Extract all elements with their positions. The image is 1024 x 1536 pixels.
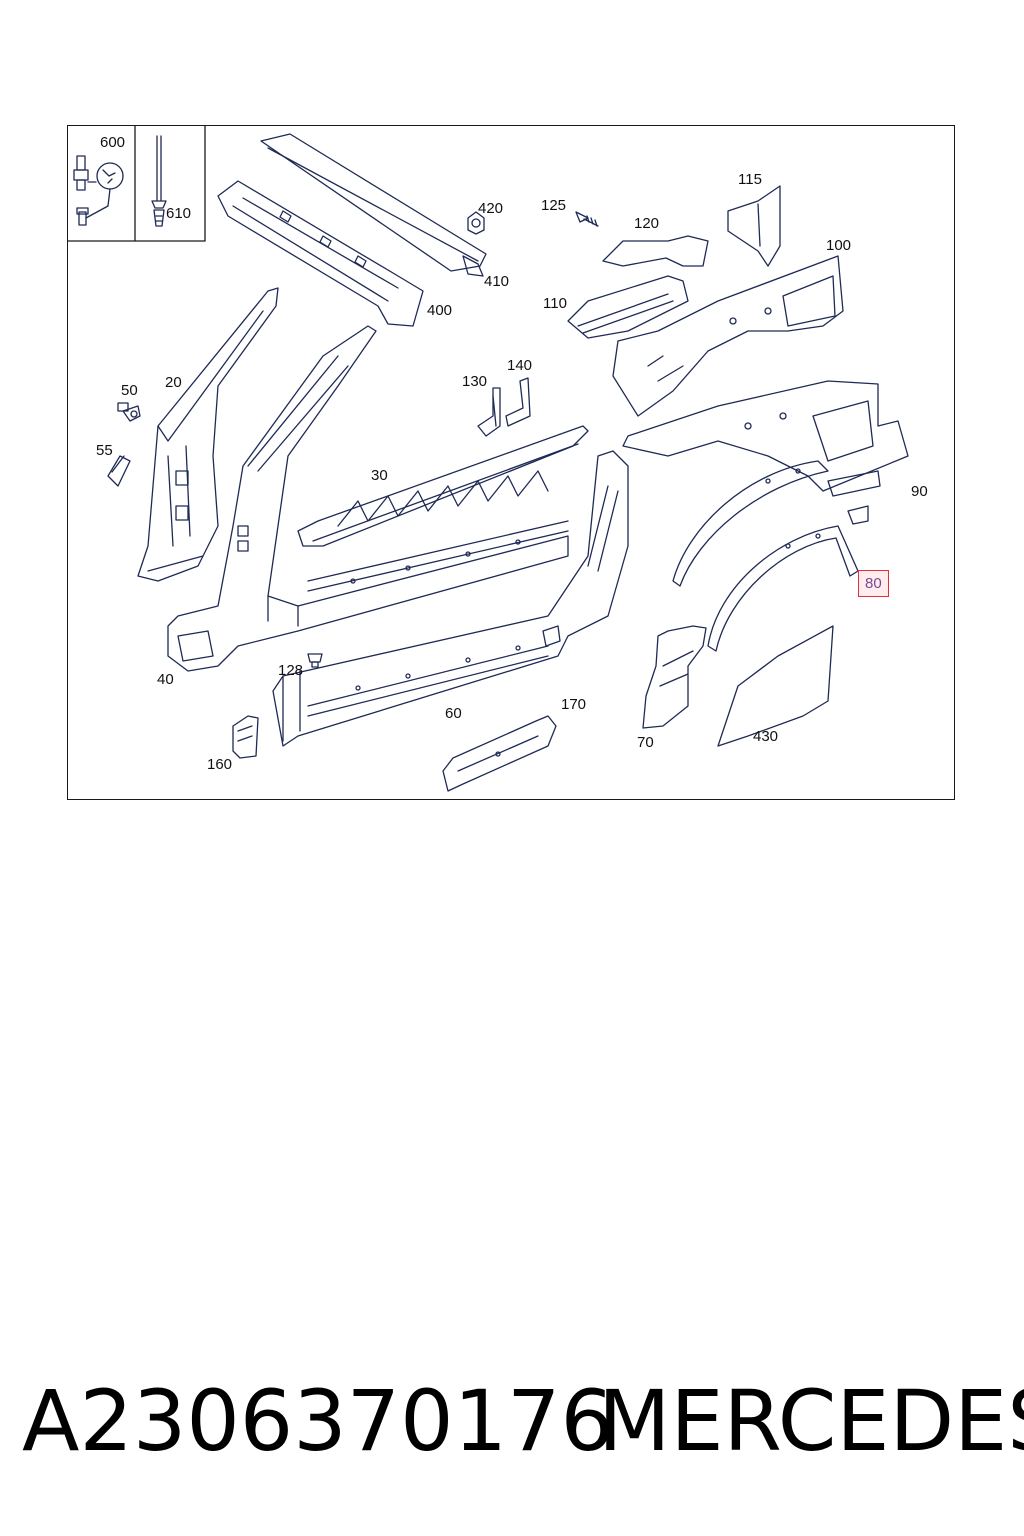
part-outer-sill-60 bbox=[272, 450, 629, 747]
part-wheel-arch-80 bbox=[672, 460, 862, 652]
part-clip-55 bbox=[107, 455, 131, 487]
part-nut-420 bbox=[467, 211, 485, 235]
callout-430: 430 bbox=[753, 728, 779, 745]
callout-50: 50 bbox=[121, 382, 138, 399]
callout-90: 90 bbox=[911, 483, 928, 500]
callout-30: 30 bbox=[371, 467, 388, 484]
callout-20: 20 bbox=[165, 374, 182, 391]
part-damper-430 bbox=[717, 625, 834, 747]
part-panel-120 bbox=[602, 235, 709, 267]
part-bracket-130 bbox=[477, 387, 501, 437]
part-roof-frame bbox=[217, 133, 487, 327]
callout-115: 115 bbox=[738, 171, 762, 188]
callout-55: 55 bbox=[96, 442, 113, 459]
callout-410: 410 bbox=[484, 273, 510, 290]
parts-diagram-frame: 600 610 420 125 115 120 100 410 400 110 … bbox=[67, 125, 955, 800]
callout-60: 60 bbox=[445, 705, 462, 722]
callout-80-highlighted[interactable]: 80 bbox=[858, 570, 889, 597]
callout-160: 160 bbox=[207, 756, 233, 773]
part-b-pillar-40 bbox=[167, 325, 569, 672]
callout-110: 110 bbox=[543, 295, 567, 312]
product-caption: A2306370176 MERCEDES bbox=[22, 1372, 1024, 1472]
part-a-pillar-20 bbox=[137, 287, 279, 582]
part-rear-panel-90 bbox=[622, 380, 909, 525]
callout-40: 40 bbox=[157, 671, 174, 688]
part-bracket-115 bbox=[727, 185, 781, 267]
part-plate-160 bbox=[232, 715, 259, 759]
part-panel-110 bbox=[567, 275, 689, 339]
part-plug-128 bbox=[307, 653, 323, 668]
part-number: A2306370176 bbox=[22, 1372, 614, 1470]
part-bracket-140 bbox=[505, 377, 531, 427]
part-screw-125 bbox=[575, 211, 599, 227]
callout-120: 120 bbox=[634, 215, 660, 232]
parts-diagram-drawing bbox=[68, 126, 909, 792]
part-sill-reinforcement-30 bbox=[297, 425, 589, 547]
callout-130: 130 bbox=[462, 373, 488, 390]
callout-610: 610 bbox=[166, 205, 192, 222]
callout-100: 100 bbox=[826, 237, 852, 254]
callout-400: 400 bbox=[427, 302, 453, 319]
part-bolt-50 bbox=[117, 402, 141, 422]
brand-name: MERCEDES bbox=[598, 1372, 1024, 1470]
part-bracket-70 bbox=[642, 625, 707, 729]
part-inner-quarter-100 bbox=[612, 255, 844, 417]
callout-420: 420 bbox=[478, 200, 504, 217]
part-trim-170 bbox=[442, 715, 557, 792]
callout-70: 70 bbox=[637, 734, 654, 751]
callout-128: 128 bbox=[278, 662, 304, 679]
callout-600: 600 bbox=[100, 134, 126, 151]
callout-140: 140 bbox=[507, 357, 533, 374]
fastener-inset-box bbox=[68, 126, 206, 242]
callout-125: 125 bbox=[541, 197, 567, 214]
callout-170: 170 bbox=[561, 696, 587, 713]
